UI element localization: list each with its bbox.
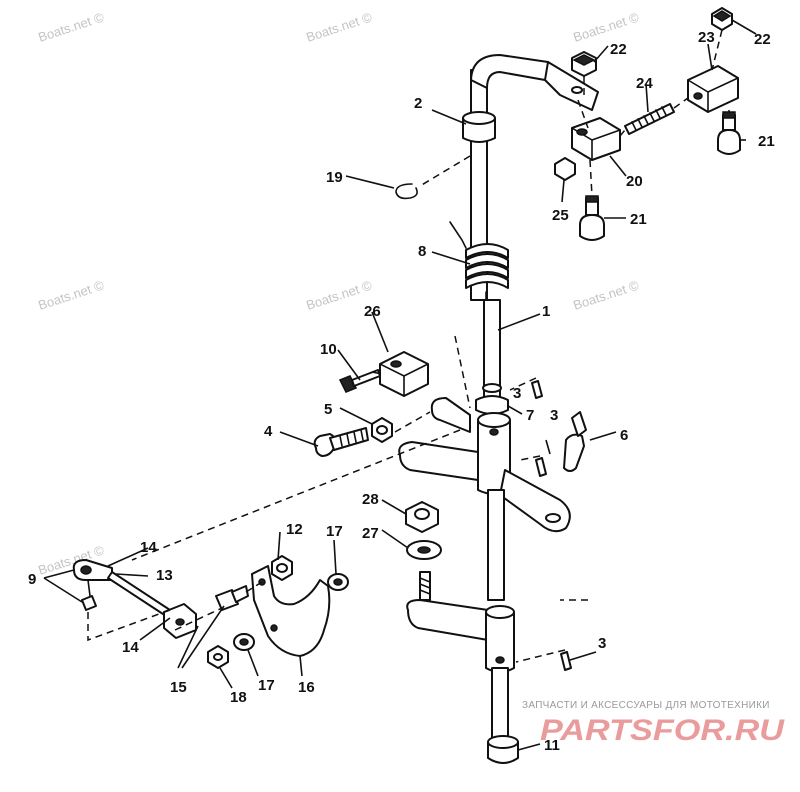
callout-number: 23 — [698, 29, 715, 46]
callout-number: 27 — [362, 525, 379, 542]
callout-number: 18 — [230, 689, 247, 706]
callout-number: 21 — [758, 133, 775, 150]
screw — [338, 369, 381, 393]
callout-number: 14 — [122, 639, 139, 656]
callout-number: 24 — [636, 75, 653, 92]
callout-number: 21 — [630, 211, 647, 228]
lower-arm — [406, 571, 515, 673]
callout-number: 16 — [298, 679, 315, 696]
callout-number: 6 — [620, 427, 628, 444]
nut — [711, 7, 733, 31]
callout-number: 25 — [552, 207, 569, 224]
ball-stud — [717, 111, 741, 155]
callout-number: 13 — [156, 567, 173, 584]
shaft-lower — [487, 489, 505, 601]
callout-number: 28 — [362, 491, 379, 508]
brand-logo: PARTSFOR.RU — [540, 714, 786, 747]
pin — [560, 651, 572, 671]
callout-number: 4 — [264, 423, 273, 440]
ball-stud — [563, 411, 587, 472]
callout-number: 8 — [418, 243, 426, 260]
watermark: Boats.net © — [36, 277, 106, 312]
callout-number: 10 — [320, 341, 337, 358]
callout-number: 5 — [324, 401, 332, 418]
washer — [233, 633, 255, 651]
bracket — [251, 565, 331, 657]
callout-number: 15 — [170, 679, 187, 696]
watermark: Boats.net © — [571, 9, 641, 44]
pin — [535, 457, 547, 477]
callout-number: 7 — [526, 407, 534, 424]
callout-number: 17 — [258, 677, 275, 694]
callout-number: 26 — [364, 303, 381, 320]
arm-assembly — [398, 397, 571, 533]
callout-number: 20 — [626, 173, 643, 190]
watermark: Boats.net © — [304, 9, 374, 44]
callout-number: 3 — [550, 407, 558, 424]
ball-stud — [215, 585, 249, 611]
callout-number: 12 — [286, 521, 303, 538]
e-clip — [395, 183, 418, 200]
clamp-block — [379, 351, 429, 397]
washer — [327, 573, 349, 591]
pin — [531, 380, 543, 399]
nut — [207, 645, 229, 669]
nut — [405, 501, 439, 533]
callout-number: 22 — [754, 31, 771, 48]
nut — [271, 555, 293, 581]
callout-number: 3 — [598, 635, 606, 652]
shaft-bottom — [491, 667, 509, 741]
washer — [475, 395, 509, 415]
nut — [554, 157, 576, 181]
brand-tagline: ЗАПЧАСТИ И АКСЕССУАРЫ ДЛЯ МОТОТЕХНИКИ — [522, 700, 770, 711]
callout-number: 14 — [140, 539, 157, 556]
callout-number: 2 — [414, 95, 422, 112]
nut — [571, 51, 597, 77]
watermark: Boats.net © — [36, 9, 106, 44]
leader-lines — [43, 19, 757, 751]
callout-number: 11 — [544, 737, 560, 754]
clamp-block — [571, 117, 621, 161]
callout-number: 17 — [326, 523, 343, 540]
nut — [371, 417, 393, 443]
callout-number: 1 — [542, 303, 550, 320]
watermark: Boats.net © — [571, 277, 641, 312]
collar — [462, 111, 496, 143]
washer — [406, 540, 442, 560]
threaded-rod — [624, 103, 675, 135]
rod-end — [72, 559, 113, 611]
bolt — [313, 427, 369, 457]
spring — [449, 221, 509, 309]
bushing — [487, 735, 519, 764]
rod-end — [163, 603, 197, 639]
callout-number: 19 — [326, 169, 343, 186]
callout-number: 22 — [610, 41, 627, 58]
ball-stud — [579, 195, 605, 241]
clamp-block — [687, 65, 739, 113]
callout-number: 9 — [28, 571, 36, 588]
callout-number: 3 — [513, 385, 521, 402]
